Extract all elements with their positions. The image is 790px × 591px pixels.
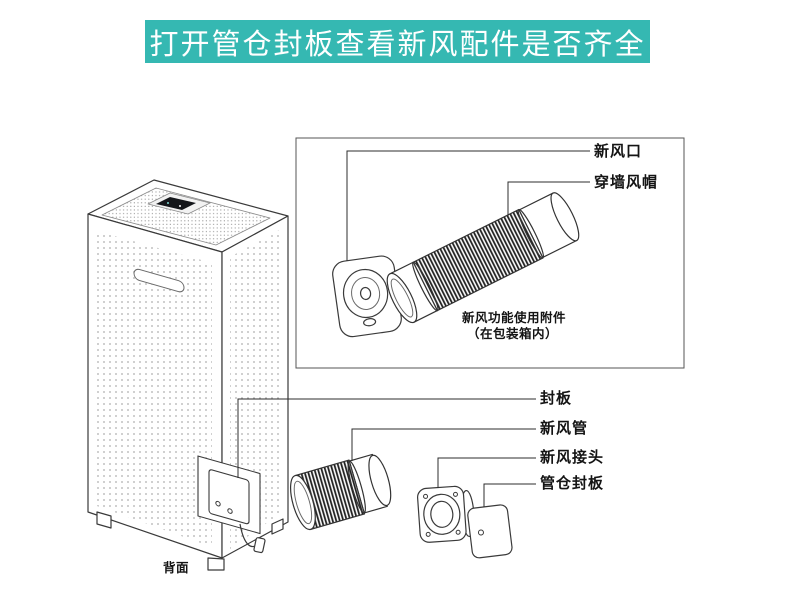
label-wall-cap: 穿墙风帽 xyxy=(594,174,659,191)
duct-compartment-opening xyxy=(197,455,261,535)
accessory-box xyxy=(295,137,685,369)
plate-screw-2 xyxy=(227,508,233,514)
banner-title: 打开管仓封板查看新风配件是否齐全 xyxy=(149,28,646,61)
leader-connector xyxy=(437,457,536,488)
machine-display-light-2 xyxy=(179,205,181,207)
label-cover-plate: 封板 xyxy=(540,390,573,407)
machine-left-perforation xyxy=(97,231,212,547)
leader-fresh-air-vent xyxy=(346,150,590,261)
banner: 打开管仓封板查看新风配件是否齐全 xyxy=(145,20,650,63)
machine-handle xyxy=(133,268,185,293)
accessory-caption-line1: 新风功能使用附件 xyxy=(462,311,567,325)
machine-display-light xyxy=(167,202,169,204)
leader-wall-cap xyxy=(507,181,590,216)
duct-cover-plate-drawing xyxy=(467,504,513,559)
leader-cover-plate xyxy=(237,398,536,478)
machine-foot-middle xyxy=(207,557,225,571)
leader-lines xyxy=(237,150,590,507)
leader-fresh-air-pipe xyxy=(351,428,536,461)
compartment-cover-plate xyxy=(208,469,250,525)
accessory-caption-line2: （在包装箱内） xyxy=(467,327,559,341)
air-purifier-drawing xyxy=(87,179,289,571)
leader-duct-cover-plate xyxy=(483,483,536,507)
wall-cap-pipe-drawing xyxy=(386,192,580,324)
machine-foot-left xyxy=(96,511,112,529)
accessory-box-border xyxy=(295,137,685,369)
machine-display-screen xyxy=(156,197,196,210)
machine-foot-right xyxy=(271,518,284,535)
machine-top-grille xyxy=(101,187,271,246)
label-duct-cover-plate: 管仓封板 xyxy=(540,475,605,492)
plate-screw xyxy=(215,500,221,507)
label-fresh-air-vent: 新风口 xyxy=(594,143,643,160)
power-plug xyxy=(253,537,266,554)
label-fresh-air-pipe: 新风管 xyxy=(540,420,589,437)
fresh-air-pipe-drawing xyxy=(289,453,392,531)
label-back-side: 背面 xyxy=(163,561,190,575)
connector-drawing xyxy=(417,485,475,543)
label-fresh-air-connector: 新风接头 xyxy=(540,449,605,466)
